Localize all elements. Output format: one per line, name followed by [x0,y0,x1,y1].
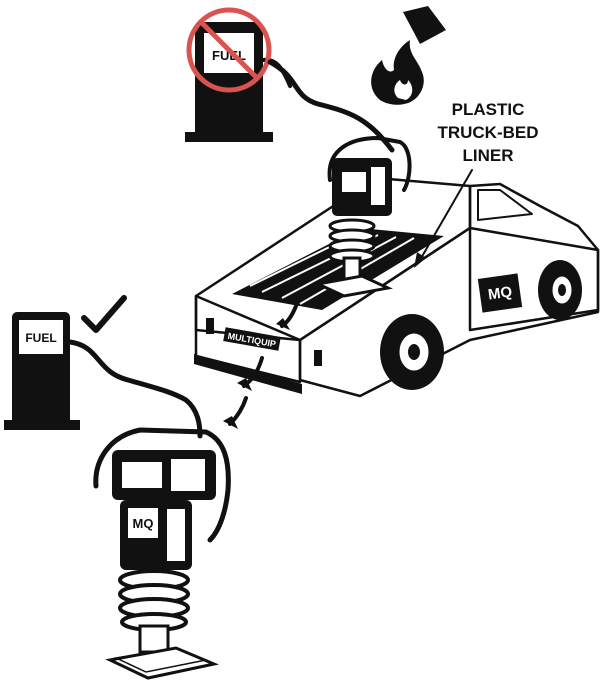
truck-wheel-front [538,260,582,320]
fuel-pump-allowed: FUEL [4,312,80,430]
fuel-hose-bottom [67,339,203,439]
move-down-arrows [223,304,298,429]
fire-icon [371,6,446,105]
checkmark-icon [81,295,127,333]
pump-bottom-label: FUEL [25,331,56,345]
fuel-pump-prohibited: FUEL [185,22,292,142]
tamper-brand-label: MQ [133,516,154,531]
tamper-on-ground: MQ [93,427,231,680]
pickup-truck: MQ MULTIQUIP [194,176,600,398]
callout-line-2: TRUCK-BED [437,123,538,142]
tamper-on-truck [313,136,412,298]
callout-line-1: PLASTIC [452,100,525,119]
truck-door-logo: MQ [487,283,514,303]
truck-wheel-rear [380,314,444,390]
truck-bed-liner-callout: PLASTIC TRUCK-BED LINER [414,100,539,268]
prohibited-icon [186,7,272,93]
callout-line-3: LINER [463,146,514,165]
fuel-hose-top [267,59,395,153]
